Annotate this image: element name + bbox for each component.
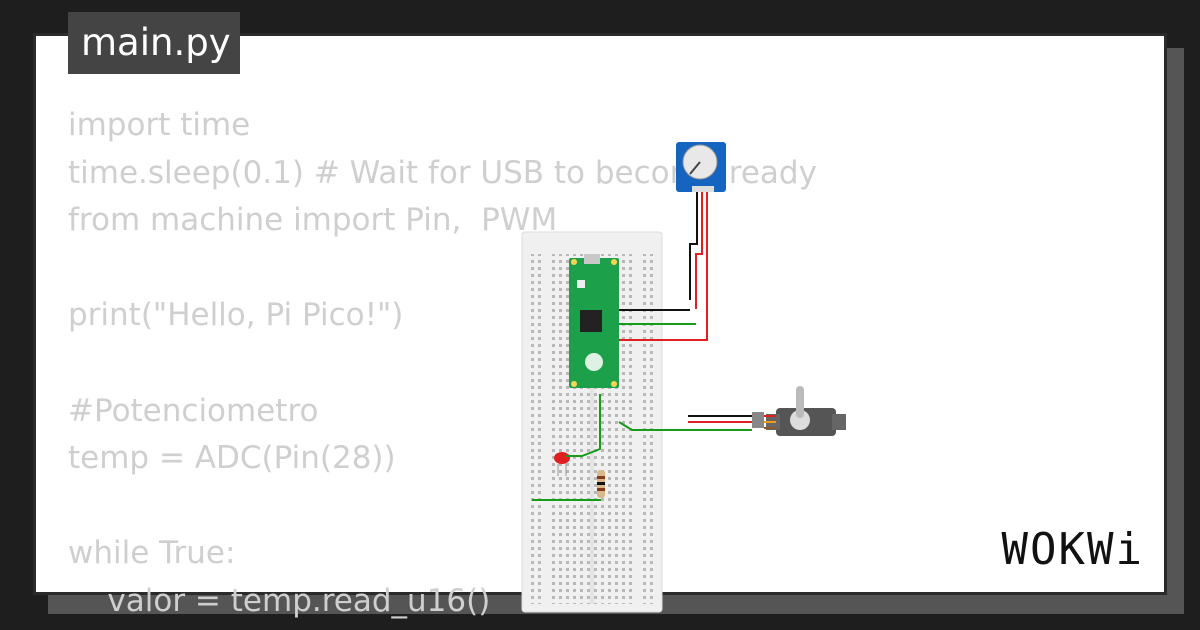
preview-card: import time time.sleep(0.1) # Wait for US… xyxy=(33,33,1167,619)
code-line: time.sleep(0.1) # Wait for USB to become… xyxy=(68,154,817,191)
servo-motor xyxy=(752,386,846,436)
wokwi-logo: WOKWi xyxy=(1001,524,1144,575)
circuit-diagram xyxy=(521,142,846,613)
code-line: while True: xyxy=(68,535,236,572)
code-line: from machine import Pin, PWM xyxy=(68,202,558,239)
potentiometer xyxy=(676,142,726,192)
code-line: import time xyxy=(68,107,251,143)
code-line: temp = ADC(Pin(28)) xyxy=(68,440,396,477)
pot-wires xyxy=(619,192,708,341)
pi-pico-board xyxy=(569,254,619,388)
code-editor: import time time.sleep(0.1) # Wait for US… xyxy=(68,102,817,626)
code-line: print("Hello, Pi Pico!") xyxy=(68,297,404,334)
file-tab[interactable]: main.py xyxy=(68,12,240,74)
code-line: #Potenciometro xyxy=(68,392,319,429)
code-line: valor = temp.read_u16() xyxy=(68,582,491,619)
led-wire xyxy=(566,394,601,457)
servo-wires xyxy=(618,415,752,431)
resistor xyxy=(597,470,605,498)
